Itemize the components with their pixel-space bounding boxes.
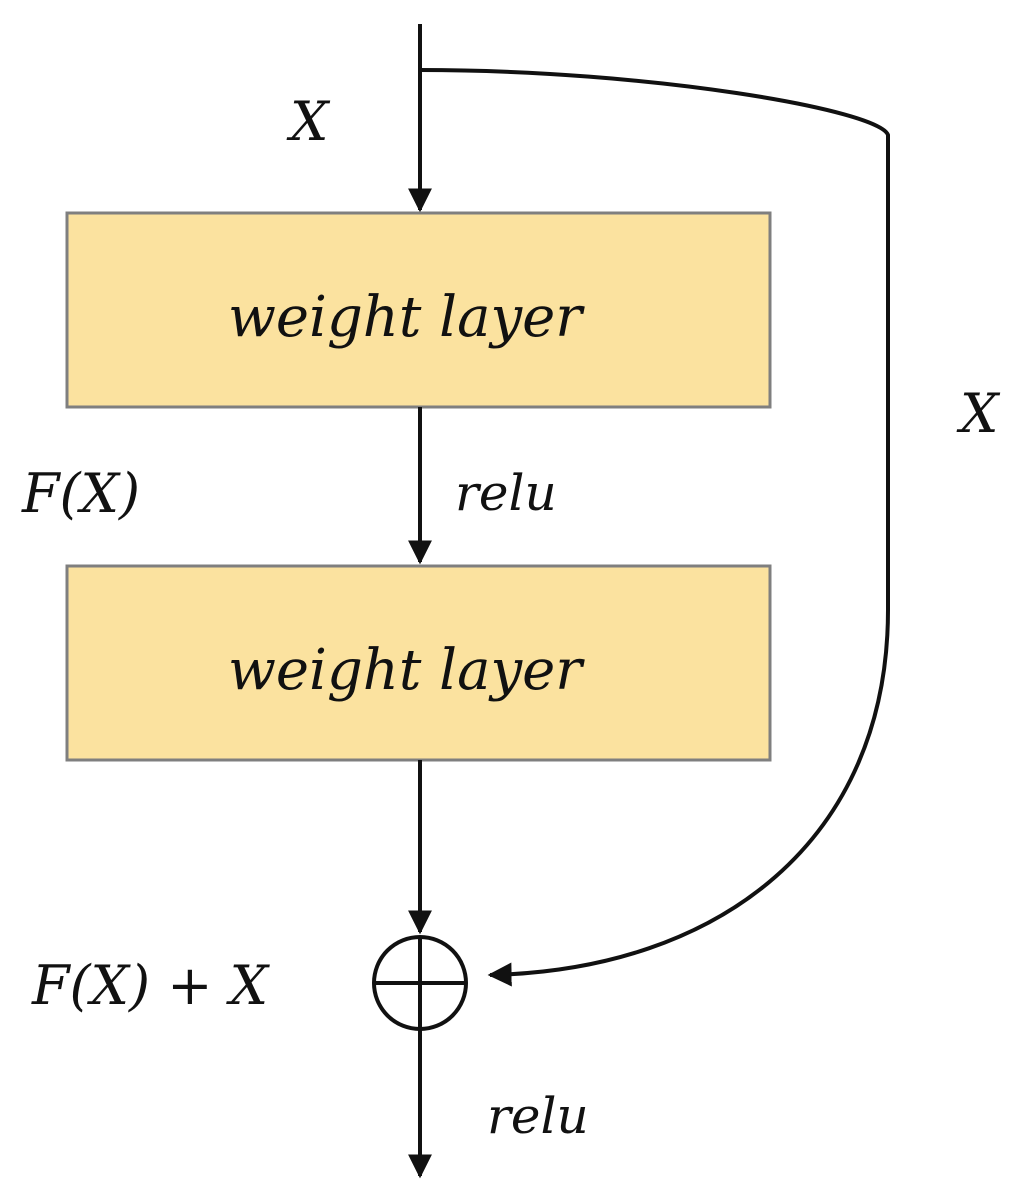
- weight-layer-2: weight layer: [65, 564, 772, 762]
- fx-label: F(X): [21, 462, 140, 525]
- weight-layer-1: weight layer: [65, 211, 772, 409]
- weight-layer-1-label: weight layer: [228, 285, 585, 350]
- sum-node: [372, 935, 468, 1031]
- input-x-label: X: [286, 90, 331, 153]
- sum-label: F(X) + X: [31, 954, 271, 1017]
- skip-x-label: X: [956, 382, 1001, 445]
- relu-middle-label: relu: [455, 464, 557, 522]
- skip-connection-arrow: [419, 68, 890, 987]
- relu-output-label: relu: [487, 1087, 589, 1145]
- weight-layer-2-label: weight layer: [228, 638, 585, 703]
- weight-layer-2-box: [65, 564, 772, 762]
